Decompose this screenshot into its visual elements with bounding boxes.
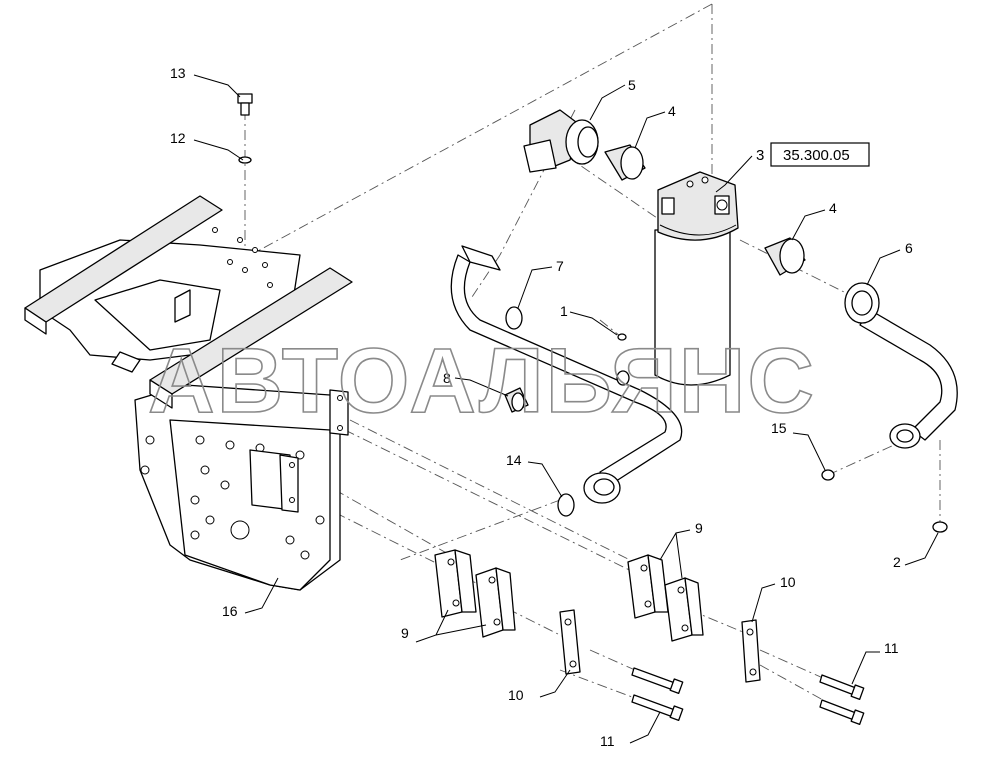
callout-10: 10 xyxy=(780,574,796,590)
adapter-4-upper xyxy=(604,144,646,181)
reference-number: 3 xyxy=(756,147,764,164)
callout-6: 6 xyxy=(905,240,913,256)
plate-10-right xyxy=(741,619,761,683)
clamp-halves-9-right xyxy=(627,554,704,642)
elbow-fitting-5 xyxy=(523,109,599,173)
callout-16: 16 xyxy=(222,603,238,619)
fitting-8 xyxy=(504,387,529,413)
watermark-text: АВТОАЛЬЯНС xyxy=(148,330,816,432)
callout-1: 1 xyxy=(560,303,568,319)
mounting-clamps xyxy=(249,389,349,513)
o-ring-1 xyxy=(617,333,627,341)
plate-10-left xyxy=(559,609,581,675)
callout-9: 9 xyxy=(401,625,409,641)
callout-2: 2 xyxy=(893,554,901,570)
callout-7: 7 xyxy=(556,258,564,274)
callout-9: 9 xyxy=(695,520,703,536)
callout-15: 15 xyxy=(771,420,787,436)
plug-fitting xyxy=(616,370,630,386)
pipe-7 xyxy=(450,245,683,504)
o-ring-14 xyxy=(557,493,575,517)
callout-10: 10 xyxy=(508,687,524,703)
o-ring-2 xyxy=(932,521,948,533)
frame-bracket-assembly xyxy=(24,195,353,591)
bolts-11-left xyxy=(631,667,684,721)
leader-lines xyxy=(193,74,939,744)
callout-labels: 13 12 5 4 4 6 7 1 8 14 15 2 9 9 10 10 11… xyxy=(170,65,913,749)
callout-4: 4 xyxy=(829,200,837,216)
callout-8: 8 xyxy=(443,370,451,386)
hydraulic-filter-3 xyxy=(654,171,739,386)
reference-box xyxy=(770,142,870,167)
callout-5: 5 xyxy=(628,77,636,93)
callout-13: 13 xyxy=(170,65,186,81)
callout-4: 4 xyxy=(668,103,676,119)
adapter-4-right xyxy=(764,237,806,276)
bolt-13 xyxy=(237,93,253,116)
callout-11: 11 xyxy=(884,640,899,656)
washer-12 xyxy=(238,156,252,164)
o-ring-15 xyxy=(821,469,835,481)
callout-12: 12 xyxy=(170,130,186,146)
callout-14: 14 xyxy=(506,452,522,468)
clamp-halves-9-left xyxy=(434,549,516,638)
reference-label: 3 35.300.05 xyxy=(756,142,870,167)
pipe-6 xyxy=(844,282,958,449)
bolts-11-right xyxy=(819,674,865,725)
callout-11: 11 xyxy=(600,733,615,749)
reference-code: 35.300.05 xyxy=(783,147,850,164)
assembly-dash-lines xyxy=(244,3,941,716)
